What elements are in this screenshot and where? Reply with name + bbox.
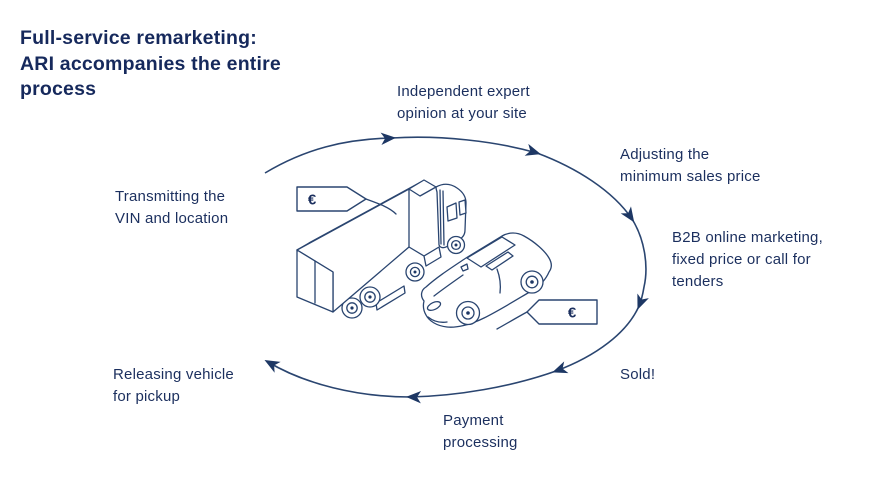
car-side-window: [485, 251, 514, 271]
cycle-arc: [264, 136, 647, 398]
cab-seam-line: [442, 190, 445, 246]
car-body: [420, 232, 552, 328]
truck-illustration: €: [296, 179, 467, 319]
wheel-hub: [350, 306, 354, 310]
wheel-hub: [413, 270, 417, 274]
car-illustration: €: [420, 232, 598, 330]
car-hood-crease: [433, 274, 464, 297]
car-intake: [427, 316, 448, 323]
wheel-hub: [454, 243, 458, 247]
arrow-icon: [552, 361, 569, 374]
step-label-sold: Sold!: [620, 366, 656, 383]
cab-window: [458, 199, 467, 216]
euro-symbol: €: [568, 305, 577, 322]
car-price-tag: [526, 299, 598, 325]
arrow-icon: [406, 390, 422, 404]
cab-seam-line: [439, 189, 442, 245]
wheel-hub: [466, 311, 470, 315]
wheel-rim: [364, 291, 376, 303]
wheel-hub: [368, 295, 372, 299]
tag-string: [365, 198, 397, 215]
car-headlight: [426, 301, 442, 311]
arrow-icon: [264, 360, 281, 373]
page-title: Full-service remarketing: ARI accompanie…: [20, 27, 281, 100]
car-door-line: [496, 268, 502, 294]
trailer-wheels: [341, 262, 425, 319]
step-label-releasing-vehicle: Releasing vehicle for pickup: [113, 366, 234, 405]
euro-symbol: €: [308, 192, 317, 209]
car-windshield: [466, 236, 516, 268]
cab-deflector: [408, 179, 437, 197]
arrow-icon: [380, 132, 396, 145]
wheel-hub: [530, 280, 534, 284]
step-label-transmitting-vin: Transmitting the VIN and location: [115, 188, 229, 227]
step-label-b2b-marketing: B2B online marketing, fixed price or cal…: [672, 229, 823, 290]
wheel-rim: [525, 275, 539, 289]
wheel-rim: [461, 306, 475, 320]
wheel-rim: [450, 239, 462, 251]
tag-string: [496, 311, 528, 330]
truck-price-tag: [296, 186, 367, 212]
car-mirror: [460, 263, 469, 272]
side-skirt: [375, 285, 406, 311]
wheel-rim: [409, 266, 421, 278]
arrow-icon: [524, 143, 541, 156]
cab-window: [446, 202, 458, 222]
step-label-adjust-price: Adjusting the minimum sales price: [620, 146, 761, 185]
step-label-payment-processing: Payment processing: [443, 412, 518, 451]
step-label-expert-opinion: Independent expert opinion at your site: [397, 83, 530, 122]
fuel-tank: [423, 246, 442, 267]
chassis-line: [408, 246, 425, 257]
cycle-arrows: [264, 132, 649, 404]
wheel-rim: [346, 302, 358, 314]
arrow-icon: [620, 206, 635, 223]
arrow-icon: [637, 293, 649, 310]
